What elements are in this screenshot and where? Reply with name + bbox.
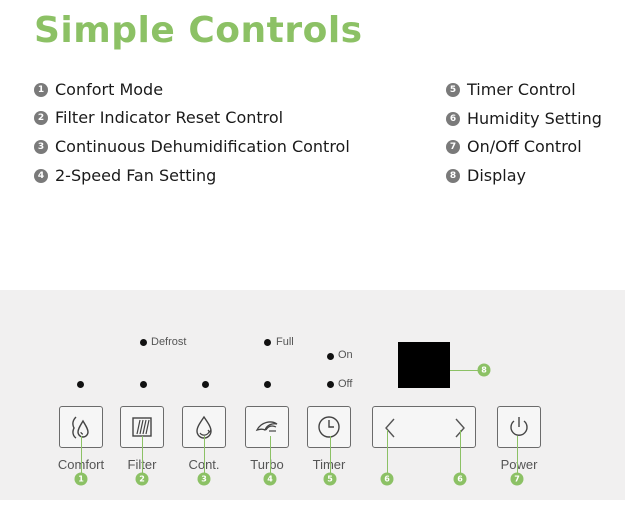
legend-number: 5 bbox=[446, 82, 460, 97]
fan-wind-icon bbox=[255, 421, 278, 432]
callout-line-4 bbox=[270, 436, 271, 478]
legend-item-display: 8 Display bbox=[446, 166, 526, 185]
turbo-button[interactable] bbox=[245, 406, 289, 448]
power-button-label: Power bbox=[500, 457, 538, 472]
full-label: Full bbox=[276, 336, 294, 348]
callout-line-5 bbox=[330, 436, 331, 478]
legend-number: 1 bbox=[34, 82, 48, 97]
timer-button-label: Timer bbox=[312, 457, 346, 472]
legend-number: 2 bbox=[34, 110, 48, 125]
legend-label: 2-Speed Fan Setting bbox=[55, 166, 217, 185]
clock-icon bbox=[318, 416, 340, 438]
callout-badge-4: 4 bbox=[263, 472, 277, 486]
turbo-indicator-dot bbox=[264, 381, 271, 388]
display-screen bbox=[398, 342, 450, 388]
power-button[interactable] bbox=[497, 406, 541, 448]
humidity-setting-button[interactable] bbox=[372, 406, 476, 448]
droplet-leaf-icon bbox=[72, 416, 89, 439]
legend-label: Display bbox=[467, 166, 526, 185]
legend-label: Filter Indicator Reset Control bbox=[55, 108, 284, 127]
legend-item-timer: 5 Timer Control bbox=[446, 80, 576, 99]
callout-badge-1: 1 bbox=[74, 472, 88, 486]
timer-on-indicator-dot bbox=[327, 353, 334, 360]
legend-label: Humidity Setting bbox=[467, 109, 602, 128]
callout-line-2 bbox=[142, 436, 143, 478]
callout-badge-6a: 6 bbox=[380, 472, 394, 486]
callout-badge-5: 5 bbox=[323, 472, 337, 486]
legend-item-continuous-dehumidification: 3 Continuous Dehumidification Control bbox=[34, 137, 350, 156]
legend-number: 8 bbox=[446, 168, 460, 183]
callout-badge-8: 8 bbox=[477, 363, 491, 377]
chevron-right-icon[interactable] bbox=[453, 417, 467, 439]
cont-indicator-dot bbox=[202, 381, 209, 388]
legend-item-comfort-mode: 1 Confort Mode bbox=[34, 80, 163, 99]
callout-badge-6b: 6 bbox=[453, 472, 467, 486]
filter-indicator-dot bbox=[140, 381, 147, 388]
callout-line-6b bbox=[460, 430, 461, 478]
legend-label: Confort Mode bbox=[55, 80, 164, 99]
callout-line-1 bbox=[81, 436, 82, 478]
legend-item-on-off: 7 On/Off Control bbox=[446, 137, 582, 156]
legend-number: 6 bbox=[446, 111, 460, 126]
callout-line-3 bbox=[204, 436, 205, 478]
legend-item-humidity: 6 Humidity Setting bbox=[446, 109, 602, 128]
callout-line-6a bbox=[387, 430, 388, 478]
callout-badge-2: 2 bbox=[135, 472, 149, 486]
legend-label: On/Off Control bbox=[467, 137, 582, 156]
full-indicator-dot bbox=[264, 339, 271, 346]
chevron-left-icon[interactable] bbox=[383, 417, 397, 439]
legend-label: Continuous Dehumidification Control bbox=[55, 137, 350, 156]
timer-off-indicator-dot bbox=[327, 381, 334, 388]
callout-badge-7: 7 bbox=[510, 472, 524, 486]
legend-item-fan-speed: 4 2-Speed Fan Setting bbox=[34, 166, 216, 185]
callout-line-8 bbox=[450, 370, 482, 371]
defrost-label: Defrost bbox=[151, 336, 187, 348]
timer-button[interactable] bbox=[307, 406, 351, 448]
timer-off-label: Off bbox=[338, 378, 353, 390]
comfort-indicator-dot bbox=[77, 381, 84, 388]
legend-number: 3 bbox=[34, 139, 48, 154]
continuous-button[interactable] bbox=[182, 406, 226, 448]
legend-number: 4 bbox=[34, 168, 48, 183]
power-icon bbox=[510, 417, 528, 436]
page-title: Simple Controls bbox=[34, 10, 363, 51]
timer-on-label: On bbox=[338, 349, 353, 361]
turbo-button-label: Turbo bbox=[250, 457, 284, 472]
callout-line-7 bbox=[517, 436, 518, 478]
callout-badge-3: 3 bbox=[197, 472, 211, 486]
legend-number: 7 bbox=[446, 139, 460, 154]
legend-label: Timer Control bbox=[467, 80, 576, 99]
defrost-indicator-dot bbox=[140, 339, 147, 346]
legend-item-filter-reset: 2 Filter Indicator Reset Control bbox=[34, 108, 283, 127]
control-panel bbox=[0, 290, 625, 500]
